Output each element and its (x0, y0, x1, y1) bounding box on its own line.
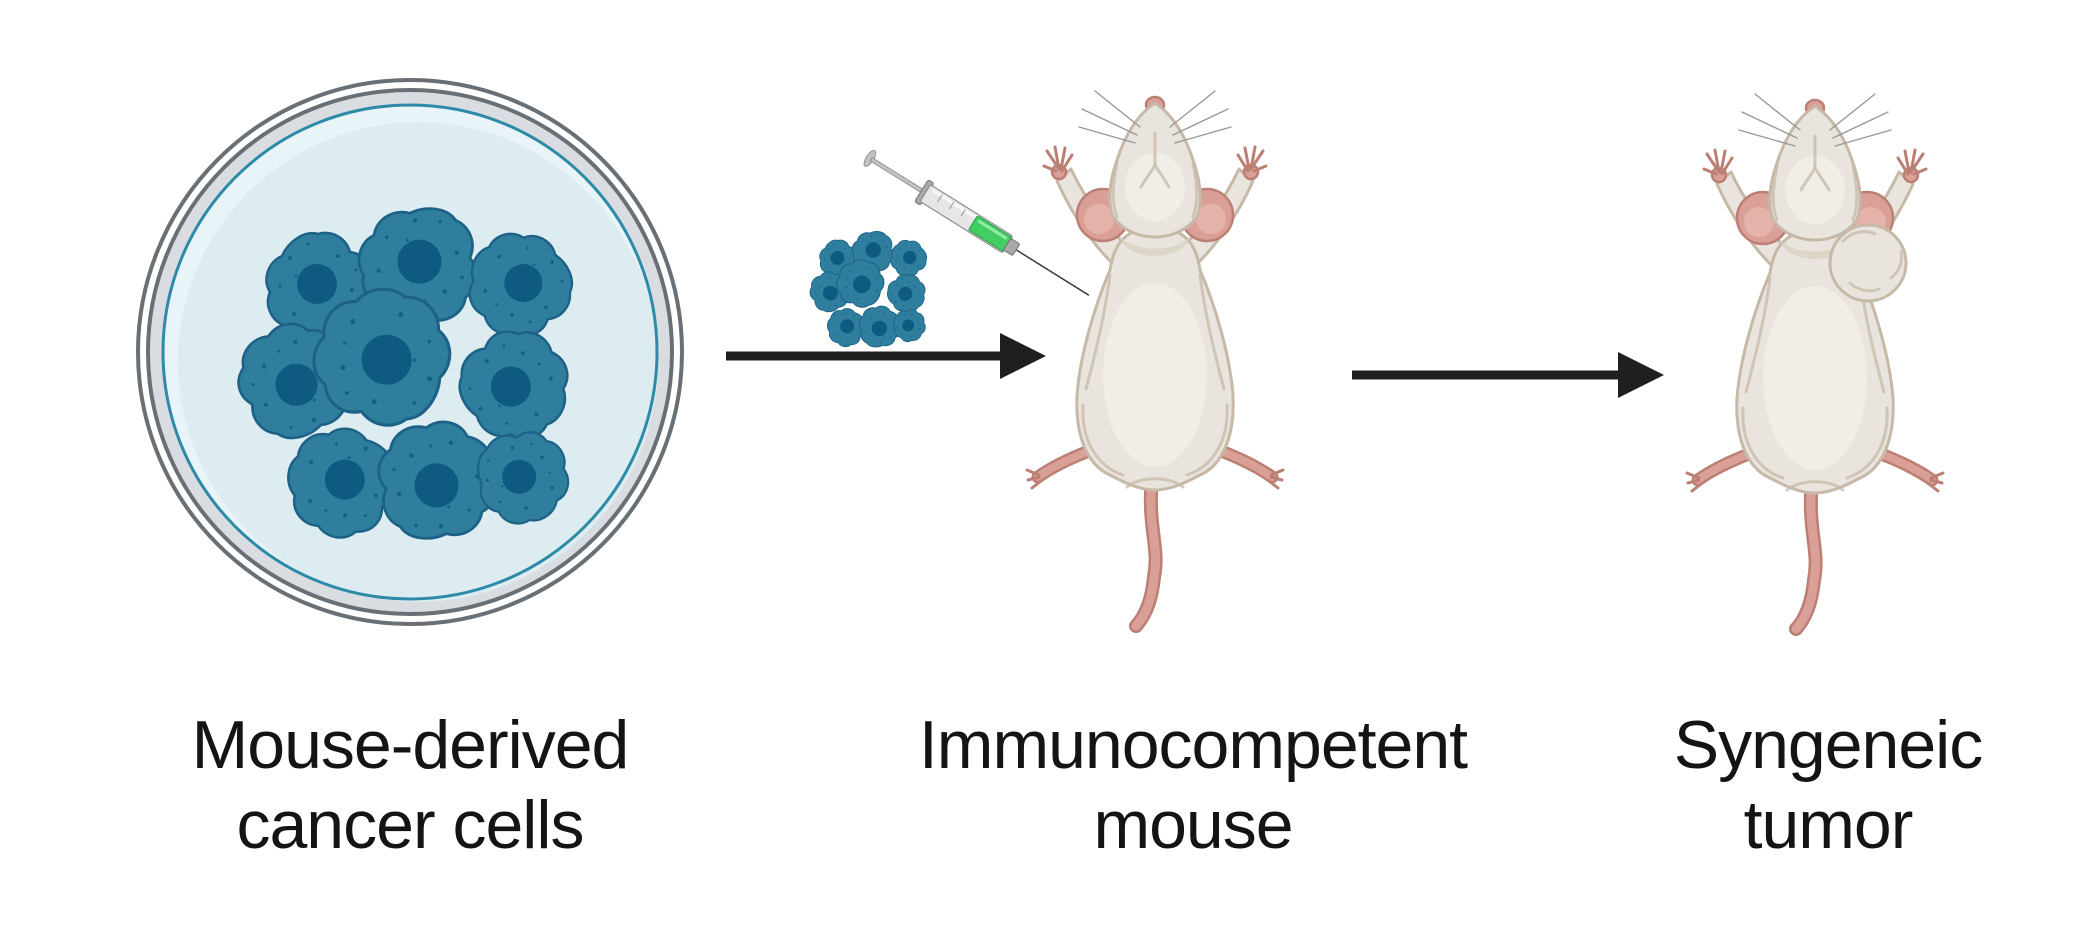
label-syngeneic-tumor: Syngeneic tumor (1673, 707, 1984, 863)
injected-cell-clump (804, 223, 931, 356)
label-immunocompetent-mouse: Immunocompetent mouse (918, 707, 1468, 863)
syringe-icon (863, 149, 1090, 296)
arrow-1-icon (726, 333, 1046, 379)
immunocompetent-mouse-illustration (1027, 91, 1283, 626)
tumor-bulge (1828, 223, 1908, 303)
label-mouse-derived-cancer-cells: Mouse-derived cancer cells (191, 707, 630, 863)
syngeneic-mouse-illustration (1687, 94, 1943, 629)
arrow-2-icon (1352, 352, 1664, 398)
